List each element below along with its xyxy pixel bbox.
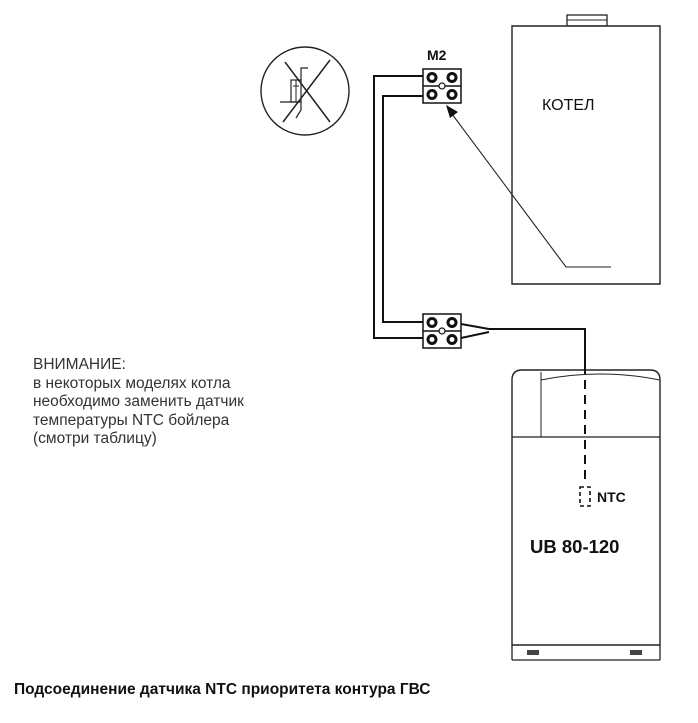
- terminal-block-m2: M2: [422, 47, 462, 104]
- warning-line: в некоторых моделях котла: [33, 374, 231, 392]
- terminal-block-lower: [422, 313, 462, 349]
- terminal-block-label: M2: [427, 47, 447, 63]
- water-heater-tank: UB 80-120: [511, 369, 661, 661]
- boiler-unit: КОТЕЛ: [511, 14, 661, 285]
- diagram-caption: Подсоединение датчика NTC приоритета кон…: [14, 681, 431, 698]
- warning-line: температуры NTC бойлера: [33, 411, 230, 429]
- tank-model-label: UB 80-120: [530, 536, 619, 557]
- warning-note: ВНИМАНИЕ: в некоторых моделях котла необ…: [33, 356, 333, 449]
- crossed-out-thermostat-icon: [260, 46, 350, 136]
- warning-line: (смотри таблицу): [33, 430, 157, 447]
- connection-wires: [373, 75, 586, 365]
- pointer-arrow: [446, 105, 611, 268]
- boiler-label: КОТЕЛ: [542, 97, 595, 114]
- ntc-sensor: NTC: [579, 365, 626, 507]
- warning-line: необходимо заменить датчик: [33, 393, 244, 410]
- warning-title: ВНИМАНИЕ:: [33, 356, 126, 373]
- ntc-label: NTC: [597, 489, 626, 505]
